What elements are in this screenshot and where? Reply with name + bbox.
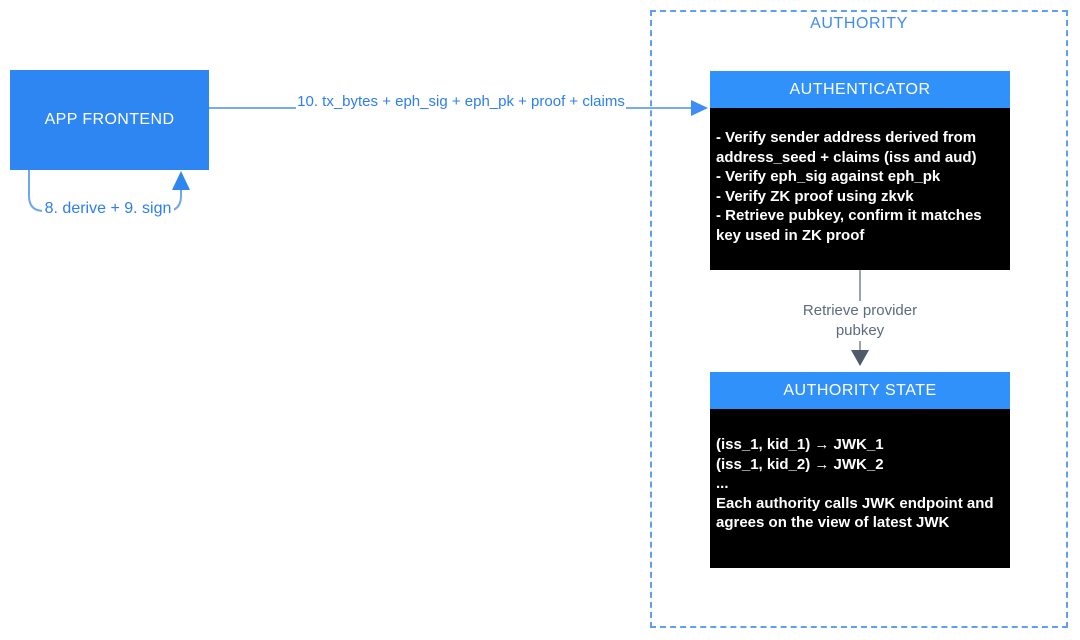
- text-line: agrees on the view of latest JWK: [716, 514, 950, 531]
- derive-sign-label: 8. derive + 9. sign: [42, 199, 174, 219]
- arrow-up-icon: [172, 171, 190, 190]
- tx-arrow-label: 10. tx_bytes + eph_sig + eph_pk + proof …: [296, 92, 626, 111]
- app-frontend-label: APP FRONTEND: [44, 111, 175, 128]
- authority-state-box: AUTHORITY STATE (iss_1, kid_1) → JWK_1(i…: [710, 372, 1010, 568]
- text-line: key used in ZK proof: [716, 226, 865, 244]
- text-line: - Retrieve pubkey, confirm it matches: [716, 207, 982, 224]
- text-line: - Verify ZK proof using zkvk: [716, 187, 914, 205]
- authority-title: AUTHORITY: [810, 15, 908, 32]
- app-frontend-box: APP FRONTEND: [10, 70, 209, 170]
- authority-state-content: (iss_1, kid_1) → JWK_1 (iss_1, kid_2) → J…: [710, 409, 1010, 568]
- authenticator-box: AUTHENTICATOR - Verify sender address de…: [710, 71, 1010, 270]
- text-line: - Verify eph_sig against eph_pk: [716, 168, 941, 185]
- authority-state-header: AUTHORITY STATE: [710, 372, 1010, 409]
- retrieve-pubkey-label: Retrieve provider pubkey: [795, 301, 925, 341]
- text-line: - Verify sender address derived from: [716, 129, 977, 146]
- text-line: (iss_1, kid_2) → JWK_2: [716, 455, 884, 473]
- authenticator-content: - Verify sender address derived from addr…: [710, 108, 1010, 270]
- text-line: (iss_1, kid_1) → JWK_1: [716, 436, 884, 453]
- text-line: ...: [716, 475, 729, 492]
- text-line: address_seed + claims (iss and aud): [716, 148, 977, 166]
- authenticator-header: AUTHENTICATOR: [710, 71, 1010, 108]
- text-line: Each authority calls JWK endpoint and: [716, 494, 994, 512]
- authority-dashed-container: [650, 10, 1068, 628]
